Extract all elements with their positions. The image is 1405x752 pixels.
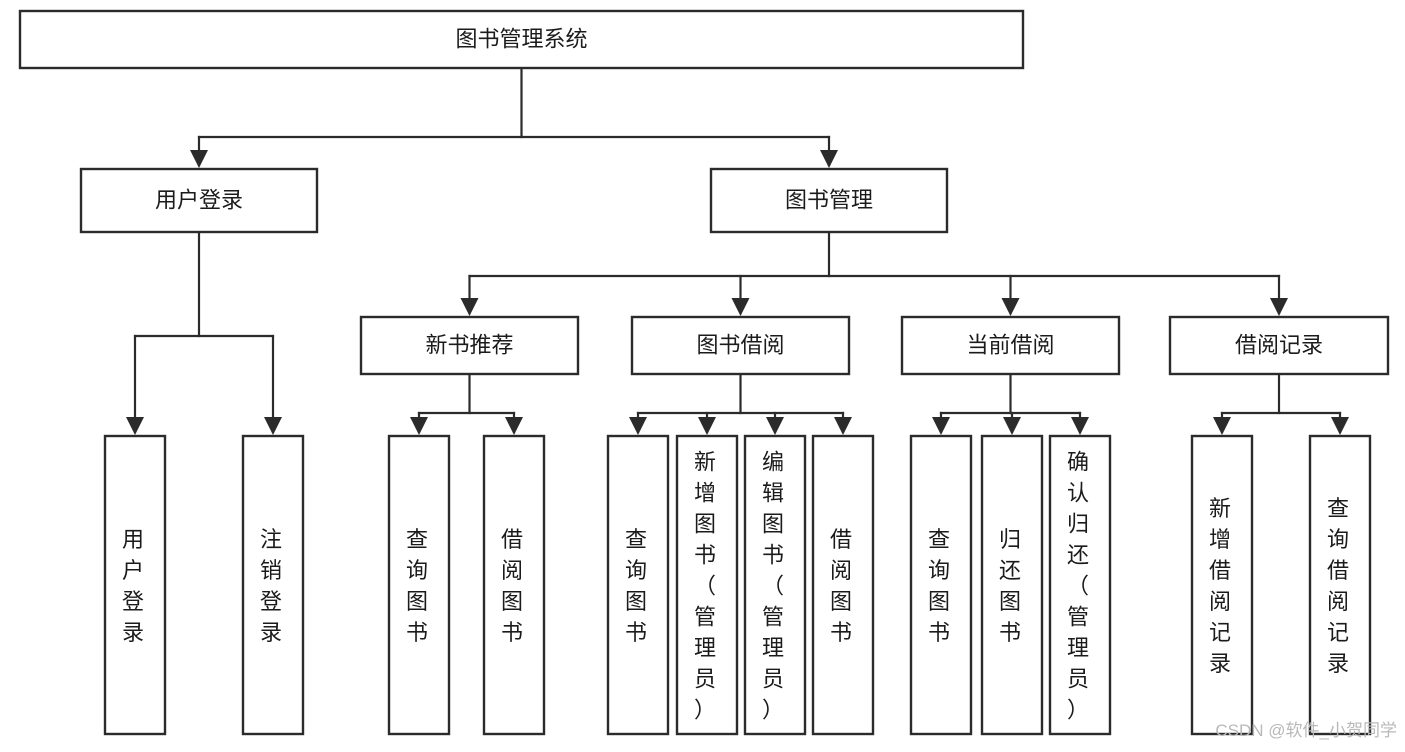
node-current-borrow-rect[interactable] — [900, 315, 1121, 376]
node-leaf-add-record-rect[interactable] — [1190, 434, 1254, 736]
connector-to-leaf-user-logout-arrowhead — [264, 417, 282, 435]
node-leaf-query-book-1-label: 查询图书 — [406, 527, 432, 645]
node-leaf-add-record[interactable]: 新增借阅记录 — [1190, 434, 1254, 736]
node-leaf-add-book-rect[interactable] — [675, 434, 739, 736]
node-leaf-borrow-book-2-label: 借阅图书 — [830, 527, 856, 645]
node-current-borrow-label: 当前借阅 — [966, 332, 1054, 357]
node-leaf-query-book-1[interactable]: 查询图书 — [387, 434, 451, 736]
node-leaf-confirm-return[interactable]: 确认归还（管理员） — [1048, 434, 1112, 736]
node-leaf-borrow-book-1-label: 借阅图书 — [501, 527, 527, 645]
node-leaf-borrow-book-2[interactable]: 借阅图书 — [811, 434, 875, 736]
node-user-login-label: 用户登录 — [155, 187, 243, 212]
connector-to-leaf-return-book-arrowhead — [1003, 417, 1021, 435]
connector-to-leaf-query-book-3-arrowhead — [932, 417, 950, 435]
node-book-management[interactable]: 图书管理 — [709, 167, 949, 234]
connector-to-leaf-borrow-book-1-arrowhead — [505, 417, 523, 435]
node-book-management-label: 图书管理 — [785, 187, 873, 212]
node-leaf-query-record-label: 查询借阅记录 — [1327, 496, 1353, 676]
node-leaf-query-book-1-rect[interactable] — [387, 434, 451, 736]
node-leaf-query-book-2-rect[interactable] — [606, 434, 670, 736]
node-borrow-record[interactable]: 借阅记录 — [1168, 315, 1390, 376]
node-leaf-confirm-return-label: 确认归还（管理员） — [1067, 450, 1093, 723]
connector-to-current-borrow-arrowhead — [1001, 298, 1020, 316]
node-leaf-borrow-book-1[interactable]: 借阅图书 — [482, 434, 546, 736]
node-leaf-return-book[interactable]: 归还图书 — [980, 434, 1044, 736]
node-book-borrow-rect[interactable] — [630, 315, 851, 376]
node-book-borrow[interactable]: 图书借阅 — [630, 315, 851, 376]
node-leaf-user-login[interactable]: 用户登录 — [103, 434, 167, 736]
node-leaf-query-record[interactable]: 查询借阅记录 — [1308, 434, 1372, 736]
node-leaf-query-record-rect[interactable] — [1308, 434, 1372, 736]
node-root-system-label: 图书管理系统 — [455, 26, 587, 51]
node-leaf-edit-book-label: 编辑图书（管理员） — [762, 450, 788, 723]
node-layer: 图书管理系统用户登录图书管理新书推荐图书借阅当前借阅借阅记录用户登录注销登录查询… — [18, 9, 1390, 736]
node-leaf-edit-book[interactable]: 编辑图书（管理员） — [743, 434, 807, 736]
connector-to-leaf-confirm-return-arrowhead — [1071, 417, 1089, 435]
connector-to-leaf-query-record-arrowhead — [1331, 417, 1349, 435]
connector-to-leaf-user-login-arrowhead — [126, 417, 144, 435]
node-leaf-user-login-label: 用户登录 — [122, 527, 148, 645]
connector-to-leaf-add-book-arrowhead — [698, 417, 716, 435]
node-leaf-add-record-label: 新增借阅记录 — [1209, 496, 1235, 676]
node-leaf-add-book-label: 新增图书（管理员） — [694, 450, 720, 723]
connector-to-leaf-edit-book-arrowhead — [766, 417, 784, 435]
node-leaf-add-book[interactable]: 新增图书（管理员） — [675, 434, 739, 736]
node-leaf-user-logout-label: 注销登录 — [260, 527, 286, 645]
node-leaf-query-book-2[interactable]: 查询图书 — [606, 434, 670, 736]
node-leaf-query-book-2-label: 查询图书 — [625, 527, 651, 645]
node-book-management-rect[interactable] — [709, 167, 949, 234]
node-leaf-return-book-rect[interactable] — [980, 434, 1044, 736]
connector-to-book-borrow-arrowhead — [731, 298, 750, 316]
node-borrow-record-label: 借阅记录 — [1235, 332, 1323, 357]
node-leaf-confirm-return-rect[interactable] — [1048, 434, 1112, 736]
node-leaf-user-logout-rect[interactable] — [241, 434, 305, 736]
node-leaf-query-book-3[interactable]: 查询图书 — [909, 434, 973, 736]
node-leaf-borrow-book-1-rect[interactable] — [482, 434, 546, 736]
connector-to-book-management-arrowhead — [820, 150, 838, 168]
node-user-login[interactable]: 用户登录 — [79, 167, 319, 234]
node-borrow-record-rect[interactable] — [1168, 315, 1390, 376]
connector-to-leaf-query-book-1-arrowhead — [410, 417, 428, 435]
connector-to-leaf-query-book-2-arrowhead — [629, 417, 647, 435]
node-new-book-recommend-label: 新书推荐 — [425, 332, 513, 357]
connector-to-new-book-recommend-arrowhead — [460, 298, 479, 316]
node-root-system[interactable]: 图书管理系统 — [18, 9, 1025, 70]
node-leaf-edit-book-rect[interactable] — [743, 434, 807, 736]
node-leaf-return-book-label: 归还图书 — [999, 527, 1025, 645]
node-leaf-borrow-book-2-rect[interactable] — [811, 434, 875, 736]
node-leaf-query-book-3-rect[interactable] — [909, 434, 973, 736]
node-leaf-user-login-rect[interactable] — [103, 434, 167, 736]
node-leaf-user-logout[interactable]: 注销登录 — [241, 434, 305, 736]
connector-to-leaf-add-record-arrowhead — [1213, 417, 1231, 435]
node-new-book-recommend-rect[interactable] — [359, 315, 580, 376]
node-current-borrow[interactable]: 当前借阅 — [900, 315, 1121, 376]
connector-layer — [126, 66, 1349, 435]
connector-to-user-login-arrowhead — [190, 150, 208, 168]
node-book-borrow-label: 图书借阅 — [696, 332, 784, 357]
node-user-login-rect[interactable] — [79, 167, 319, 234]
node-leaf-query-book-3-label: 查询图书 — [928, 527, 954, 645]
node-root-system-rect[interactable] — [18, 9, 1025, 70]
connector-to-borrow-record-arrowhead — [1270, 298, 1288, 316]
node-new-book-recommend[interactable]: 新书推荐 — [359, 315, 580, 376]
connector-to-leaf-borrow-book-2-arrowhead — [834, 417, 852, 435]
